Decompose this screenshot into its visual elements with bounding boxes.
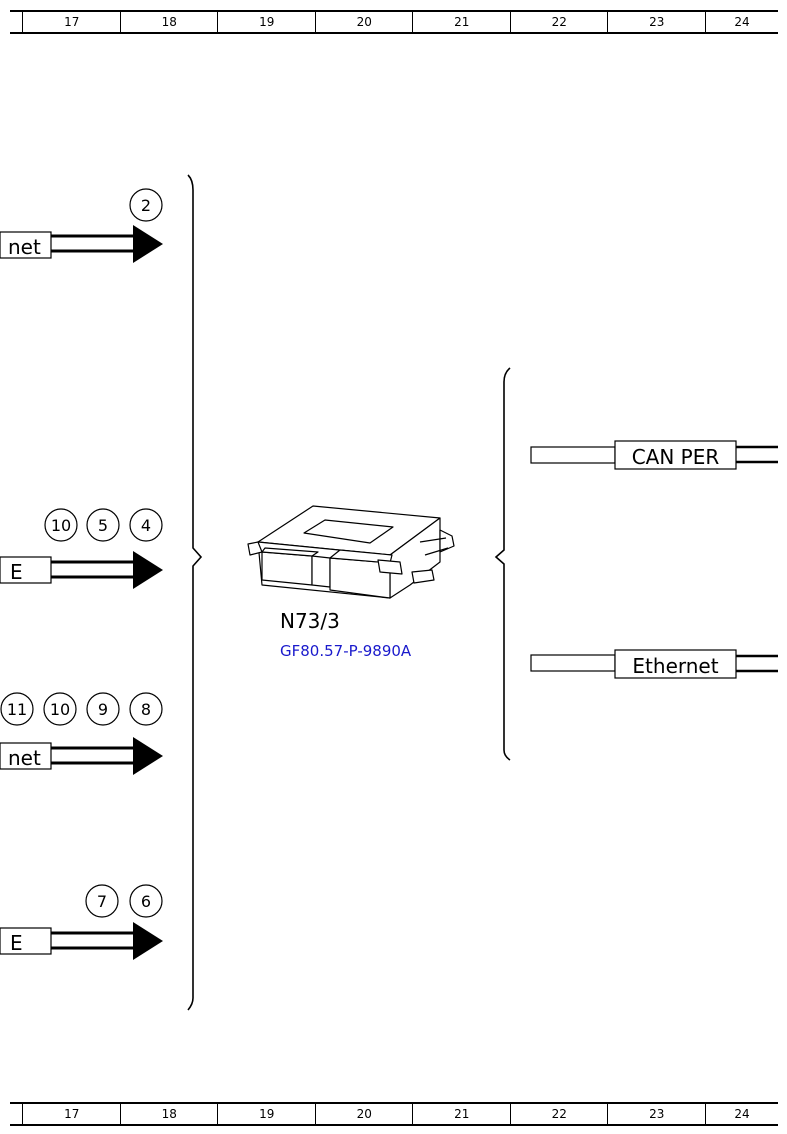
right-connection-can-per: CAN PER	[530, 440, 778, 470]
connection-label-box	[614, 649, 737, 679]
column-number: 21	[412, 1104, 511, 1124]
connection-label-box	[0, 231, 52, 259]
arrow-icon	[133, 737, 163, 775]
column-number: 18	[119, 1104, 219, 1124]
column-number: 24	[704, 1104, 779, 1124]
column-ruler-bottom: 17 18 19 20 21 22 23 24	[10, 1102, 778, 1126]
connection-label: Ethernet	[632, 654, 718, 678]
column-number: 17	[22, 1104, 121, 1124]
marker-circle: 8	[129, 692, 163, 726]
connection-label-box	[0, 742, 52, 770]
column-number: 18	[119, 12, 219, 32]
marker-circle: 7	[85, 884, 119, 918]
left-connection: E 10 5 4	[0, 508, 163, 589]
column-number: 20	[314, 12, 414, 32]
control-unit-module-icon	[247, 505, 455, 599]
marker-circle: 9	[86, 692, 120, 726]
svg-text:4: 4	[141, 516, 151, 535]
svg-text:8: 8	[141, 700, 151, 719]
arrow-icon	[133, 225, 163, 263]
marker-circle: 4	[129, 508, 163, 542]
column-number: 21	[412, 12, 511, 32]
marker-circle: 11	[0, 692, 34, 726]
connection-label: E	[10, 560, 23, 584]
column-ruler-top: 17 18 19 20 21 22 23 24	[10, 10, 778, 34]
document-reference-link[interactable]: GF80.57-P-9890A	[280, 642, 412, 660]
svg-text:6: 6	[141, 892, 151, 911]
column-number: 22	[509, 12, 609, 32]
left-connection: net 11 10 9 8	[0, 692, 163, 775]
arrow-icon	[133, 551, 163, 589]
column-number: 24	[704, 12, 779, 32]
marker-circle: 10	[43, 692, 77, 726]
column-number: 19	[217, 12, 316, 32]
marker-circle: 2	[129, 188, 163, 222]
right-connection-ethernet: Ethernet	[530, 649, 778, 679]
svg-text:2: 2	[141, 196, 151, 215]
marker-circle: 6	[129, 884, 163, 918]
svg-text:10: 10	[51, 516, 71, 535]
connection-label: CAN PER	[632, 445, 720, 469]
svg-text:11: 11	[7, 700, 27, 719]
left-brace	[187, 174, 203, 1011]
connection-label: net	[8, 746, 41, 770]
marker-circle: 10	[44, 508, 78, 542]
column-number: 22	[509, 1104, 609, 1124]
connection-label: E	[10, 931, 23, 955]
svg-text:5: 5	[98, 516, 108, 535]
connection-label-box	[614, 440, 737, 470]
column-number: 19	[217, 1104, 316, 1124]
arrow-icon	[133, 922, 163, 960]
marker-circle: 5	[86, 508, 120, 542]
connection-label: net	[8, 235, 41, 259]
svg-text:7: 7	[97, 892, 107, 911]
left-connection: E 7 6	[0, 884, 163, 960]
svg-text:9: 9	[98, 700, 108, 719]
svg-text:10: 10	[50, 700, 70, 719]
connection-label-box	[0, 556, 52, 584]
column-number: 23	[607, 12, 706, 32]
column-number: 17	[22, 12, 121, 32]
column-number: 23	[607, 1104, 706, 1124]
right-brace	[494, 367, 511, 761]
connection-label-box	[0, 927, 52, 955]
component-designation: N73/3	[280, 609, 340, 633]
column-number: 20	[314, 1104, 414, 1124]
left-connection: net 2	[0, 188, 163, 263]
